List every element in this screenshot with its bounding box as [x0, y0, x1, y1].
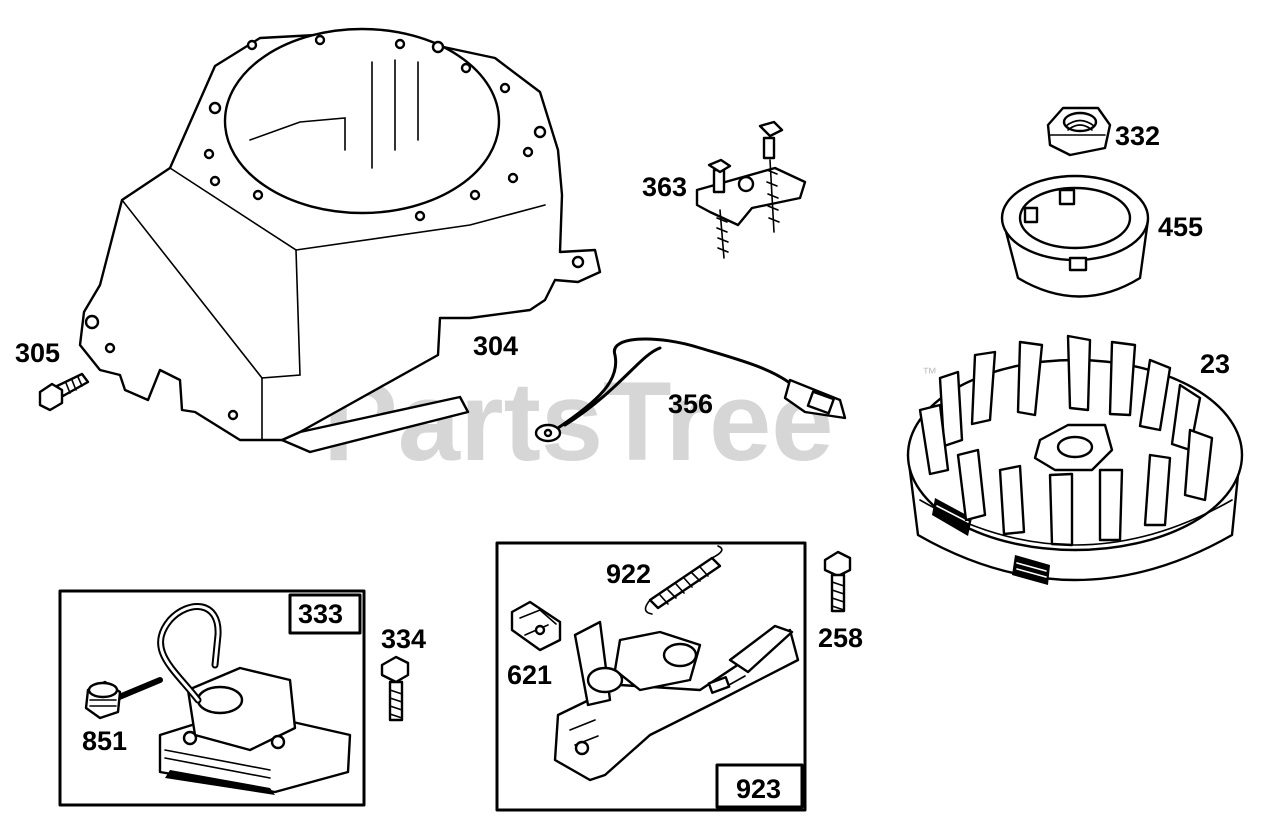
watermark-trademark: ™	[922, 365, 937, 382]
callout-333[interactable]: 333	[298, 599, 343, 629]
part-332-nut[interactable]	[1046, 106, 1112, 157]
callout-334[interactable]: 334	[381, 624, 426, 654]
callout-922[interactable]: 922	[606, 559, 651, 589]
callout-455[interactable]: 455	[1158, 212, 1203, 242]
callout-356[interactable]: 356	[668, 389, 713, 419]
kit-box-923[interactable]	[495, 541, 807, 812]
callout-258[interactable]: 258	[818, 623, 863, 653]
callout-23[interactable]: 23	[1200, 349, 1230, 379]
callout-304[interactable]: 304	[473, 331, 518, 361]
callout-labels: 332 455 363 305 304 356 23 922 258 334 6…	[15, 121, 1230, 804]
callout-305[interactable]: 305	[15, 338, 60, 368]
part-851-spark-plug-boot	[84, 680, 122, 720]
part-334-screw[interactable]	[380, 655, 410, 722]
callout-621[interactable]: 621	[507, 660, 552, 690]
part-ignition-armature	[109, 603, 352, 795]
part-305-screw[interactable]	[38, 372, 90, 412]
flywheel-fins	[918, 334, 1214, 547]
part-258-screw[interactable]	[823, 550, 852, 613]
part-922-spring	[644, 545, 723, 615]
part-455-starter-cup[interactable]	[1000, 174, 1150, 298]
callout-923[interactable]: 923	[736, 774, 781, 804]
part-23-flywheel[interactable]	[906, 334, 1244, 585]
mounting-holes	[84, 34, 585, 421]
part-363-bracket[interactable]	[695, 120, 807, 259]
part-356-ground-wire[interactable]	[534, 337, 847, 443]
part-304-blower-housing[interactable]	[78, 27, 602, 454]
part-621-bracket	[510, 600, 562, 652]
callout-332[interactable]: 332	[1115, 121, 1160, 151]
part-governor-control-plate	[553, 620, 800, 782]
callout-851[interactable]: 851	[82, 726, 127, 756]
kit-box-333[interactable]	[58, 589, 366, 807]
callout-363[interactable]: 363	[642, 172, 687, 202]
